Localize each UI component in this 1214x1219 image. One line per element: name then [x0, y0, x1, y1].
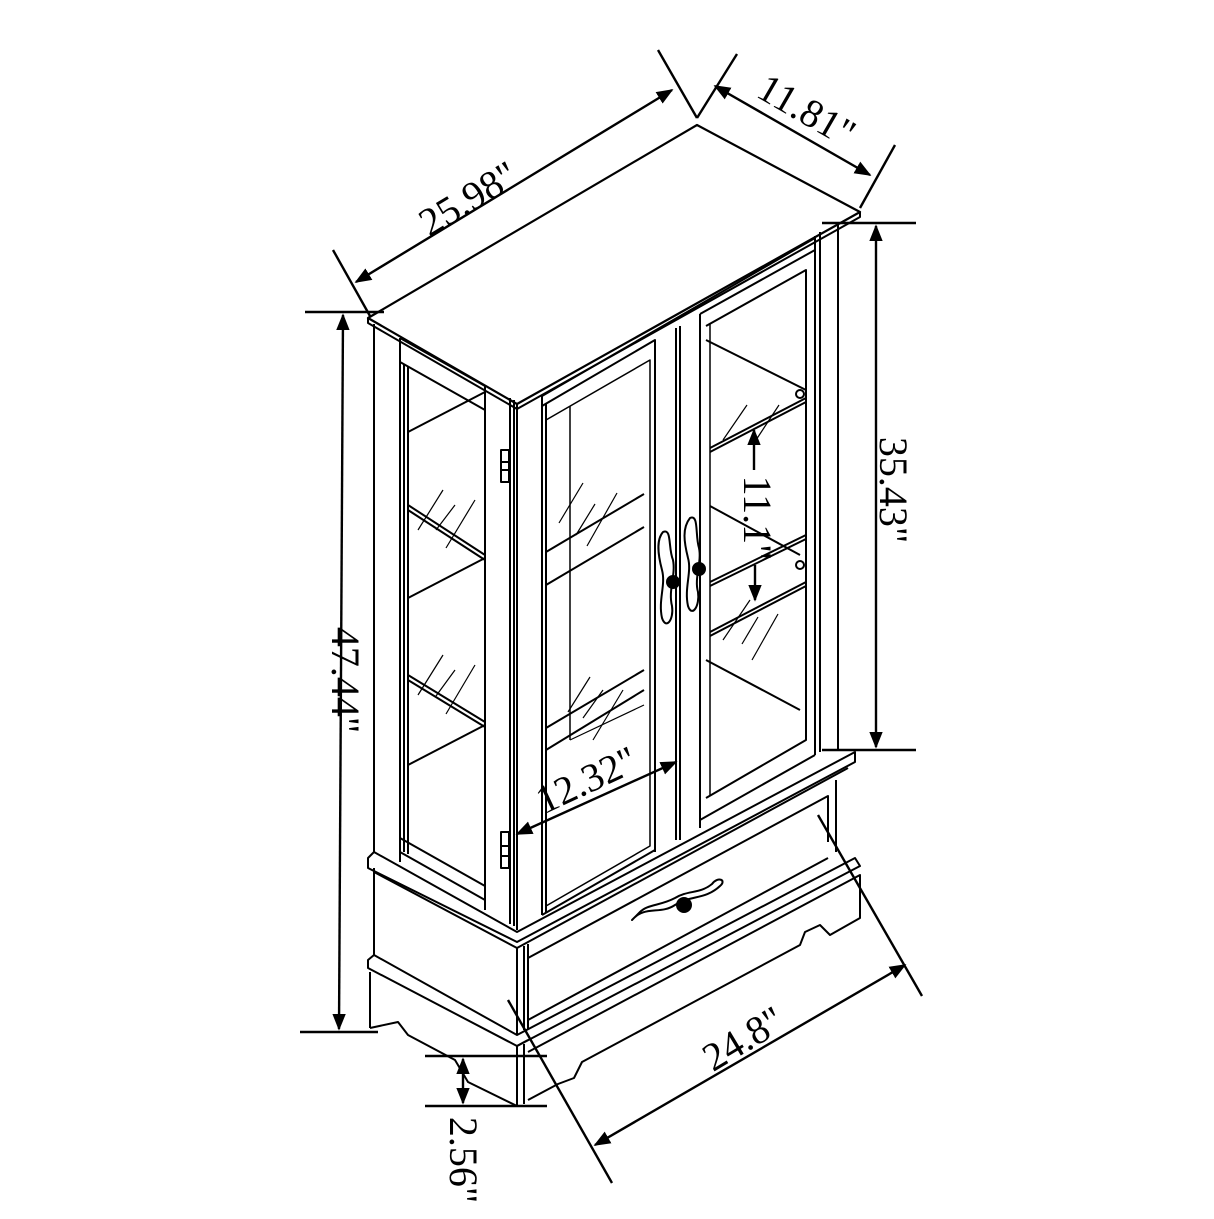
base-plinth [367, 857, 861, 1107]
left-door-handle [657, 530, 680, 625]
label-shelf-spacing: 11.1" [735, 476, 780, 561]
label-base-width: 24.8" [694, 997, 791, 1080]
label-top-width: 25.98" [411, 152, 525, 245]
label-total-height: 47.44" [323, 627, 368, 733]
right-door-handle [683, 516, 706, 612]
mid-molding [367, 751, 856, 949]
right-glass-door [699, 249, 816, 828]
cabinet-drawing [366, 123, 862, 1107]
drawer-section [373, 780, 837, 1040]
drawer-handle [631, 878, 724, 921]
left-glass-door [541, 326, 681, 916]
label-top-depth: 11.81" [750, 65, 863, 156]
left-side-panel [373, 324, 515, 926]
label-upper-height: 35.43" [871, 437, 916, 543]
dimension-lines [300, 49, 924, 1184]
hinge-lower [500, 831, 510, 869]
front-frame [516, 222, 839, 930]
hinge-upper [500, 449, 510, 483]
label-foot-height: 2.56" [441, 1117, 486, 1203]
